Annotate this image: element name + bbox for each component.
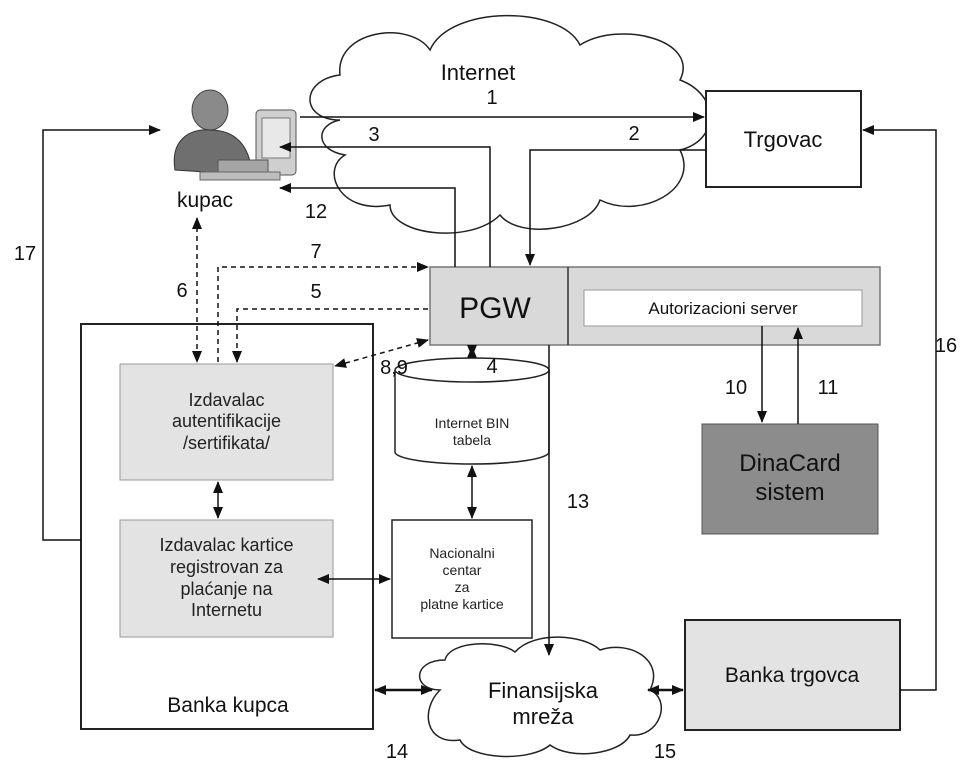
- banka-trgovca-label: Banka trgovca: [725, 664, 860, 687]
- step-16-label: 16: [935, 335, 957, 357]
- autorizacioni-server-box: [583, 289, 863, 327]
- dinacard-label: DinaCard sistem: [739, 450, 841, 506]
- step-11-label: 11: [818, 377, 839, 399]
- autorizacioni-server-label: Autorizacioni server: [648, 299, 798, 318]
- step-5-label: 5: [310, 281, 321, 303]
- trgovac-label: Trgovac: [744, 127, 823, 152]
- step-14-label: 14: [386, 741, 408, 763]
- banka-trgovca-box: [684, 619, 901, 731]
- step-4-label: 4: [486, 356, 497, 378]
- step-10-label: 10: [725, 377, 747, 399]
- pgw-label: PGW: [459, 292, 531, 325]
- trgovac-box: [705, 90, 862, 188]
- step-8-9-label: 8,9: [380, 357, 408, 379]
- izdavalac-kartice-box: [119, 519, 334, 638]
- step-1-label: 1: [486, 87, 497, 109]
- internet-cloud: [309, 14, 711, 234]
- dinacard-box: [701, 423, 879, 535]
- step-12-label: 12: [305, 201, 327, 223]
- bin-tabela-label: Internet BIN tabela: [434, 415, 510, 448]
- izdavalac-kartice-label: Izdavalac kartice registrovan za plaćanj…: [159, 535, 294, 621]
- banka-kupca-label: Banka kupca: [167, 694, 289, 717]
- customer-computer-icon: [173, 89, 297, 181]
- step-15-label: 15: [654, 741, 676, 763]
- step-3-label: 3: [368, 124, 379, 146]
- nacionalni-centar-label: Nacionalni centar za platne kartice: [420, 545, 504, 612]
- step-17-label: 17: [14, 243, 36, 265]
- izdavalac-autentifikacije-box: [119, 363, 334, 481]
- nacionalni-centar-box: [391, 519, 533, 639]
- bin-tabela-database: [394, 357, 550, 465]
- izdavalac-autentifikacije-label: Izdavalac autentifikacije /sertifikata/: [171, 389, 282, 453]
- internet-label: Internet: [441, 60, 516, 85]
- step-2-label: 2: [628, 123, 639, 145]
- finansijska-mreza-label: Finansijska mreža: [487, 677, 599, 729]
- step-13-label: 13: [567, 491, 589, 513]
- kupac-label: kupac: [177, 189, 233, 212]
- step-7-label: 7: [310, 241, 321, 263]
- step-6-label: 6: [176, 280, 187, 302]
